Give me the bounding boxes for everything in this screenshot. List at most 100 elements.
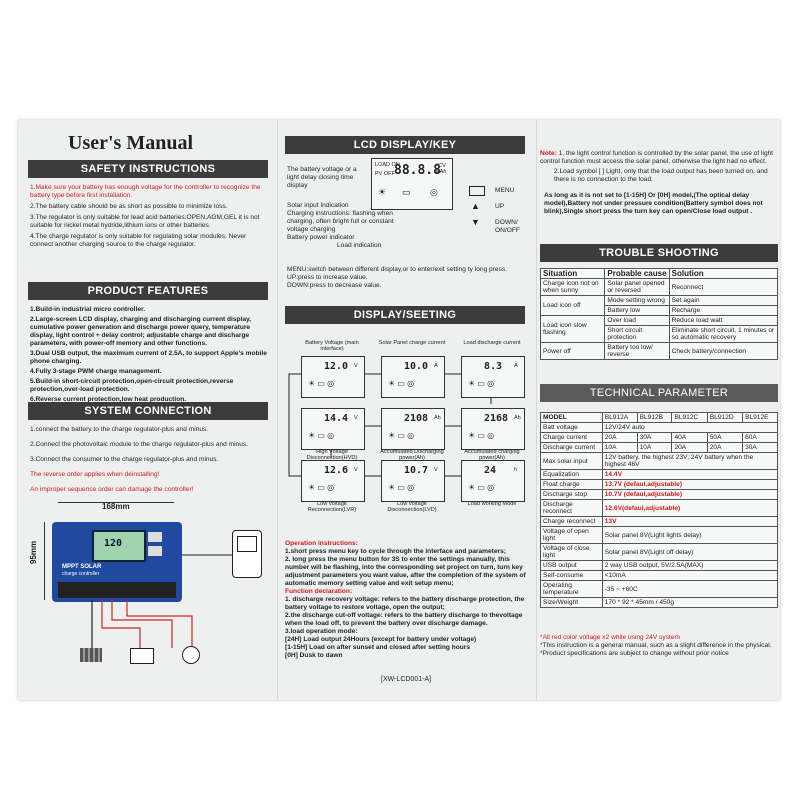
system-item: 1.connect the battery to the charge regu… (30, 426, 209, 433)
model-code: [XW-LCD001-A] (381, 676, 432, 683)
param-name: Discharge stop (540, 489, 603, 500)
param-value: Solar panel 8V(Light off delay) (601, 543, 779, 561)
key-desc: MENU:switch between different display,or… (287, 266, 508, 273)
param-value: 13.7V (defaul,adjustable) (601, 479, 779, 490)
param-value: <10mA (601, 570, 779, 581)
footnote: *This instruction is a general manual, s… (540, 642, 772, 649)
lcd-screen-label: Low voltage Disconnection(LVD) (387, 501, 437, 513)
lcd-screen-unit: V (354, 467, 358, 473)
system-item: 2.Connect the photovoltaic module to the… (30, 441, 249, 448)
lcd-screen-icons: ☀ ▭ ◎ (308, 431, 335, 440)
lcd-screen-label: Accumulated Discharging power(Ah) (380, 449, 444, 461)
lcd-diagram: LOAD ON PV OFF 88.8.8 °CV KAh ☀ ▭ ◎ (371, 158, 453, 210)
lcd-screen: 24 h ☀ ▭ ◎ (461, 460, 525, 502)
safety-item: 1.Make sure your battery has enough volt… (30, 184, 261, 199)
phone-icon (232, 530, 262, 578)
device-sublabel: charge controller (62, 571, 100, 577)
param-value: 20A (706, 442, 744, 453)
controller-device: 120 MPPT SOLAR charge controller (52, 522, 182, 602)
param-value: 12V battery, the highest 23V; 24V batter… (601, 452, 779, 470)
lcd-screen-label: Load discharge current (463, 340, 521, 346)
note-item: 1, the light control function is control… (540, 150, 774, 165)
feature-item: 1.Build-in industrial micro controller. (30, 306, 146, 313)
charging-label: Charging instructions: flashing when cha… (287, 210, 394, 233)
param-name: Operating temperature (540, 580, 603, 598)
param-name: Discharge reconnect (540, 499, 603, 517)
key-legend: MENU ▲ UP ▼ DOWN/ ON/OFF (461, 186, 527, 234)
func-item: 1. discharge recovery voltage: refers to… (285, 596, 525, 611)
wiring-diagram: 168mm 95mm 120 MPPT SOLAR charge control… (29, 500, 272, 670)
lcd-screen-unit: V (434, 467, 438, 473)
features-list: 1.Build-in industrial micro controller. … (30, 306, 268, 404)
fold-line (536, 120, 537, 700)
feature-item: 6.Reverse current protection,low heat pr… (30, 396, 187, 403)
column-left: User's Manual SAFETY INSTRUCTIONS 1.Make… (18, 120, 273, 700)
lcd-screen-value: 8.3 (484, 361, 503, 372)
param-value: -35 ~ +60C (601, 580, 779, 598)
width-dimension: 168mm (102, 502, 130, 511)
solar-panel-icon (80, 648, 102, 662)
param-value: 10A (601, 442, 638, 453)
manual-title: User's Manual (68, 132, 193, 154)
safety-list: 1.Make sure your battery has enough volt… (30, 184, 268, 249)
lcd-screen-unit: h (514, 467, 518, 473)
lcd-legend: Solar input Indication Charging instruct… (287, 202, 407, 250)
footnote: *Product specifications are subject to c… (540, 650, 729, 657)
feature-item: 3.Dual USB output, the maximum current o… (30, 350, 267, 365)
lcd-screen-icons: ☀ ▭ ◎ (468, 379, 495, 388)
tech-heading: TECHNICAL PARAMETER (540, 384, 778, 402)
solar-input-label: Solar input Indication (287, 202, 349, 209)
lcd-screen-unit: Ah (434, 415, 441, 421)
table-header: BL912A (601, 412, 638, 423)
key-menu: MENU (461, 186, 527, 202)
param-value: 30A (742, 442, 778, 453)
lcd-screen-label: Accumulated charging power(Ah) (464, 449, 520, 461)
device-label: MPPT SOLAR (62, 564, 102, 570)
safety-item: 2.The battery cable should be as short a… (30, 203, 228, 210)
param-value: Solar panel 8V(Light lights delay) (601, 526, 779, 544)
table-header: Probable cause (604, 268, 670, 279)
param-value: 50A (706, 432, 744, 443)
lcd-screen-unit: V (354, 363, 358, 369)
table-header-row: Situation Probable cause Solution (539, 268, 779, 279)
display-heading: DISPLAY/SEETING (285, 306, 525, 324)
lcd-screen-label: Load working Mode (467, 501, 517, 507)
key-desc: UP:press to increase value. (287, 274, 368, 281)
lcd-screen-value: 24 (484, 465, 497, 476)
operation-text: Operation instructions: 1.short press me… (285, 540, 529, 660)
system-warning: The reverse order applies when deinstall… (30, 471, 160, 478)
height-dimension-line (44, 522, 45, 600)
down-icon: ▼ (471, 217, 480, 227)
table-header: Situation (539, 268, 606, 279)
tech-table: MODEL BL912A BL912B BL912C BL912D BL912E… (540, 412, 779, 608)
lcd-screen-value: 12.6 (324, 465, 349, 476)
param-name: Max solar input (540, 452, 603, 470)
usb-port (148, 546, 162, 556)
note-label: Note: (540, 150, 557, 157)
func-item: [24H] Load output 24Hours (except for ba… (285, 636, 477, 643)
trouble-table: Situation Probable cause Solution Charge… (539, 268, 779, 360)
lcd-screen-icons: ☀ ▭ ◎ (468, 483, 495, 492)
wiring-lines (91, 554, 232, 648)
up-icon: ▲ (471, 201, 480, 211)
table-header: Solution (668, 268, 779, 279)
key-up-label: UP (495, 203, 505, 210)
param-value: 14.4V (601, 469, 779, 480)
param-name: Equalization (540, 469, 603, 480)
param-name: Charge current (540, 432, 603, 443)
battery-level-icon: ▭ (402, 187, 411, 197)
system-warning: An improper sequence order can damage th… (30, 486, 194, 493)
